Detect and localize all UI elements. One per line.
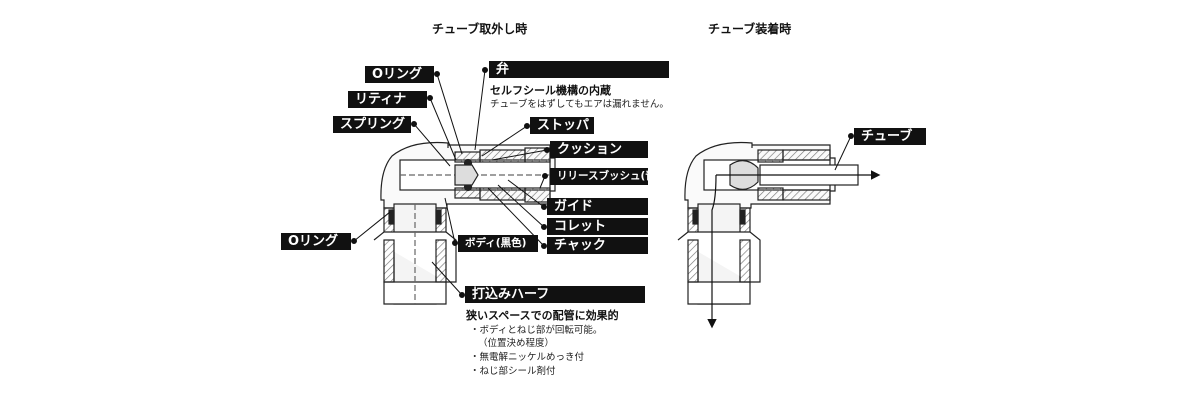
note-half-item: （位置決め程度） (478, 338, 555, 349)
label-chuck: チャック (547, 237, 648, 254)
label-body: ボディ(黒色) (458, 235, 538, 252)
note-valve-desc: チューブをはずしてもエアは漏れません。 (490, 99, 669, 110)
label-stopper: ストッパ (530, 117, 594, 134)
label-oring-bottom: Oリング (281, 233, 351, 250)
label-cushion: クッション (550, 141, 648, 158)
label-retainer: リティナ (348, 91, 427, 108)
label-tube: チューブ (854, 128, 926, 145)
fitting-attached-drawing (677, 141, 881, 329)
title-tube-attached: チューブ装着時 (708, 22, 792, 36)
label-spring: スプリング (333, 116, 411, 133)
note-valve-title: セルフシール機構の内蔵 (490, 84, 611, 97)
note-half-item: ・無電解ニッケルめっき付 (470, 352, 585, 363)
label-oring-top: Oリング (365, 66, 434, 83)
note-half-item: ・ボディとねじ部が回転可能。 (470, 325, 603, 336)
label-release-bush: リリースブッシュ(青色) (550, 168, 671, 185)
note-half-title: 狭いスペースでの配管に効果的 (466, 309, 619, 322)
label-valve: 弁 (489, 61, 669, 78)
label-guide: ガイド (547, 198, 648, 215)
label-half-union: 打込みハーフ (465, 286, 645, 303)
fitting-removed-drawing (373, 141, 556, 305)
label-collet: コレット (547, 218, 648, 235)
leader-lines (351, 67, 854, 298)
note-half-item: ・ねじ部シール剤付 (470, 366, 556, 377)
title-tube-removed: チューブ取外し時 (432, 22, 528, 36)
